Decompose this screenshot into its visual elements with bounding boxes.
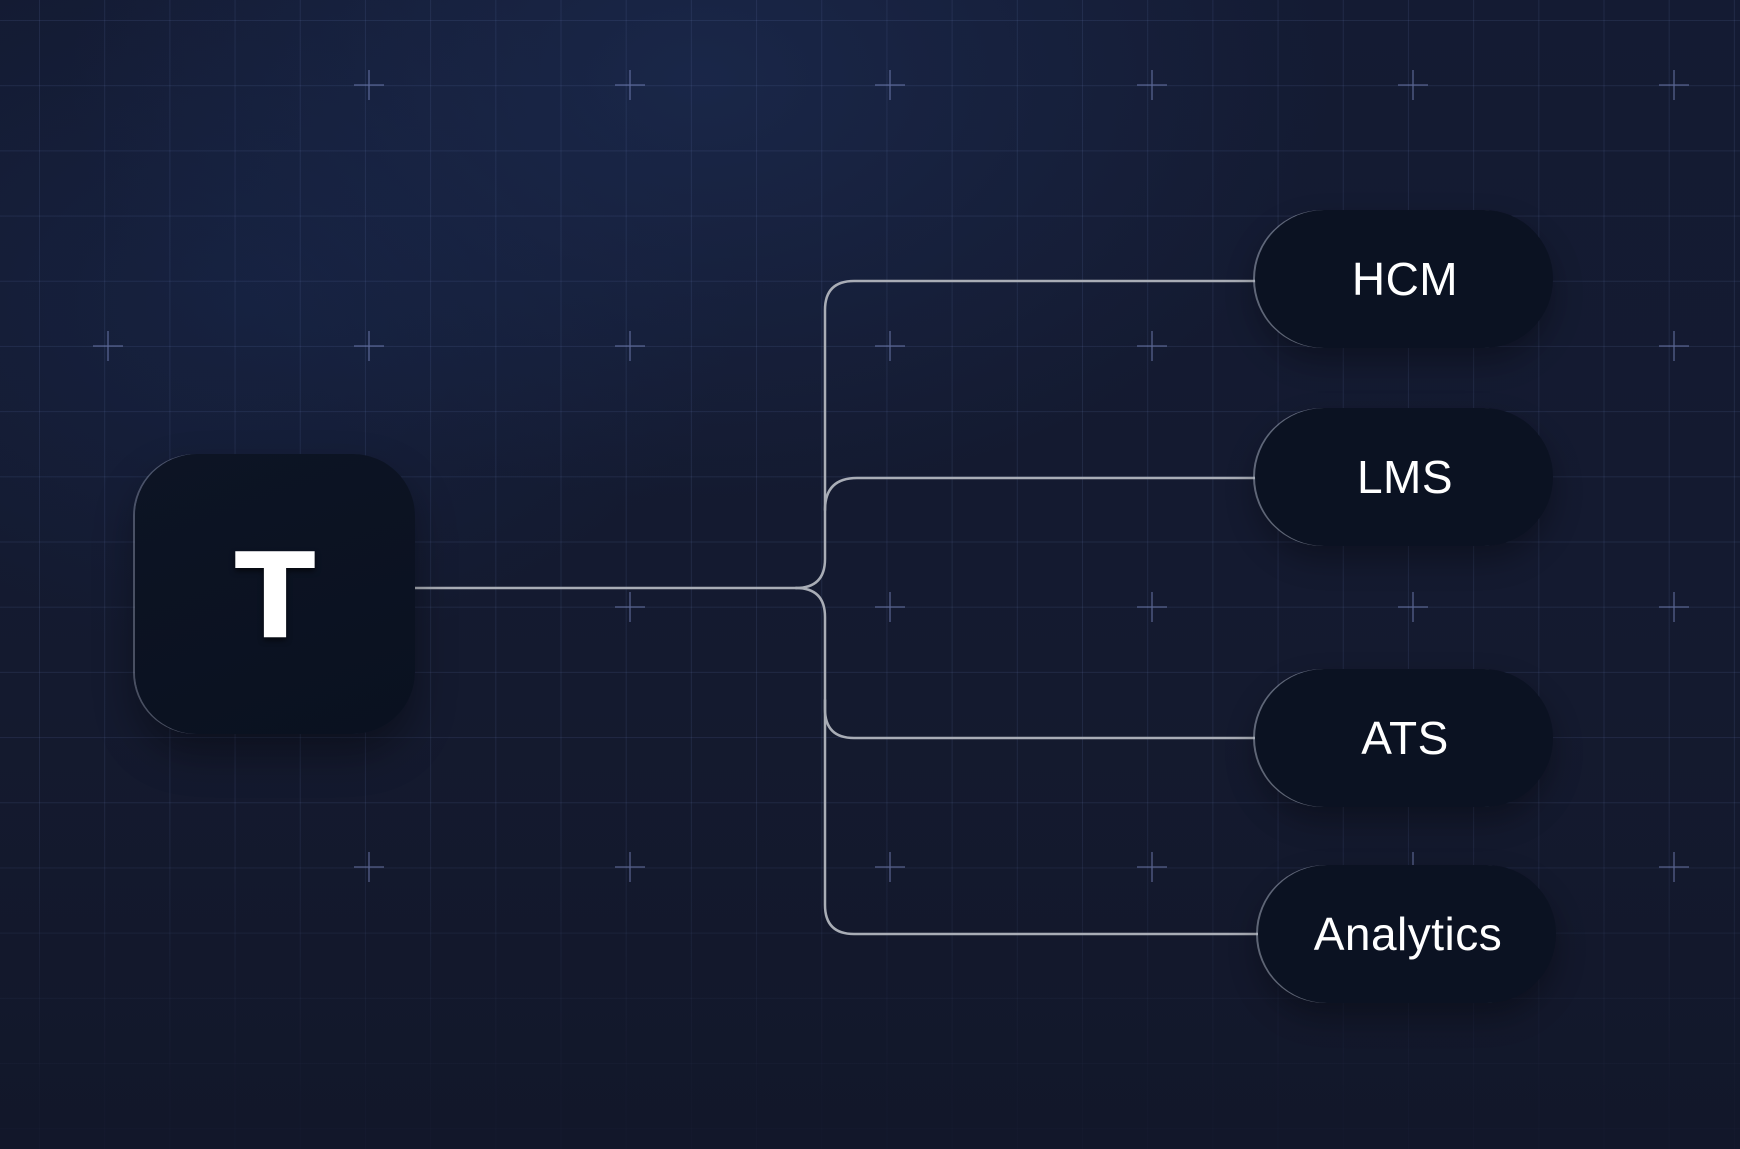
target-node-label: LMS	[1356, 451, 1454, 503]
target-node-label: Analytics	[1313, 908, 1503, 960]
target-node-label: HCM	[1351, 253, 1459, 305]
connector-to-ats	[794, 586, 1257, 740]
target-node-ats: ATS	[1255, 669, 1553, 807]
grid-marker-row-1	[354, 70, 1689, 100]
source-node: T	[135, 454, 415, 734]
target-node-hcm: HCM	[1255, 210, 1553, 348]
source-node-label: T	[234, 527, 316, 665]
target-node-label: ATS	[1361, 712, 1449, 764]
connector-to-analytics	[823, 698, 1260, 936]
grid-marker-row-3	[615, 592, 1689, 622]
target-node-lms: LMS	[1255, 408, 1553, 546]
grid-marker-row-2	[93, 331, 1689, 361]
connector-to-lms	[823, 476, 1257, 512]
connector-to-hcm	[794, 279, 1257, 590]
target-node-analytics: Analytics	[1258, 865, 1556, 1003]
